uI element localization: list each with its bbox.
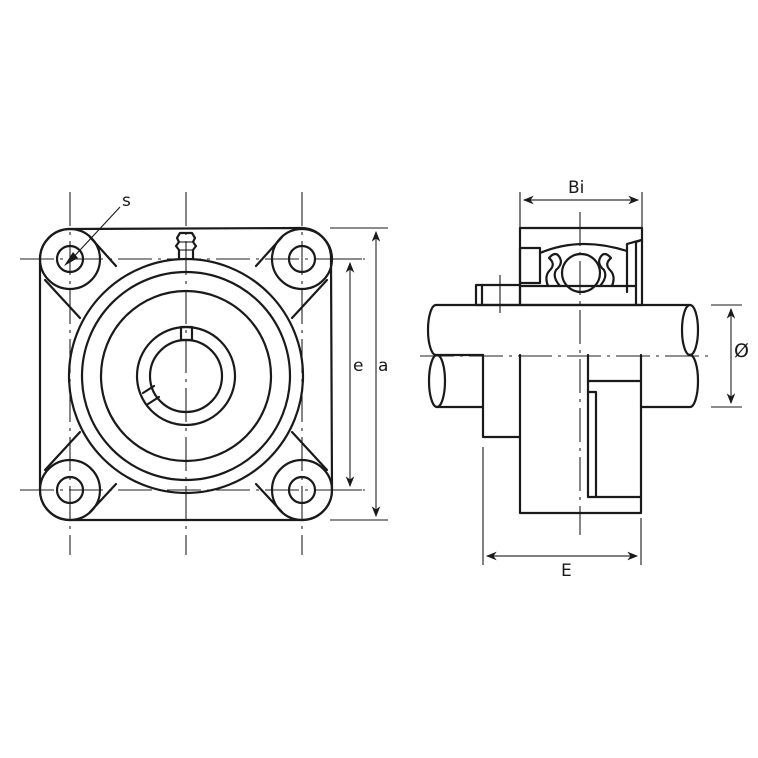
housing-outer-ring	[67, 257, 305, 495]
ball-icon	[560, 252, 602, 294]
grease-nipple-icon	[174, 231, 198, 261]
bolt-hole-bottom-left	[55, 475, 85, 505]
dimension-label-a: a	[378, 356, 389, 376]
bearing-ring	[99, 289, 273, 463]
dimension-label-s: s	[122, 191, 131, 211]
dimension-label-diameter: Ø	[734, 340, 749, 362]
dimension-label-bi: Bi	[568, 178, 585, 198]
bolt-hole-top-left	[55, 244, 85, 274]
dimension-label-E: E	[561, 561, 572, 581]
bolt-hole-bottom-right	[287, 475, 317, 505]
housing-ring	[80, 270, 292, 482]
dimension-label-e: e	[353, 356, 364, 376]
side-view	[420, 192, 742, 565]
bolt-hole-top-right	[287, 244, 317, 274]
front-view	[20, 192, 388, 555]
